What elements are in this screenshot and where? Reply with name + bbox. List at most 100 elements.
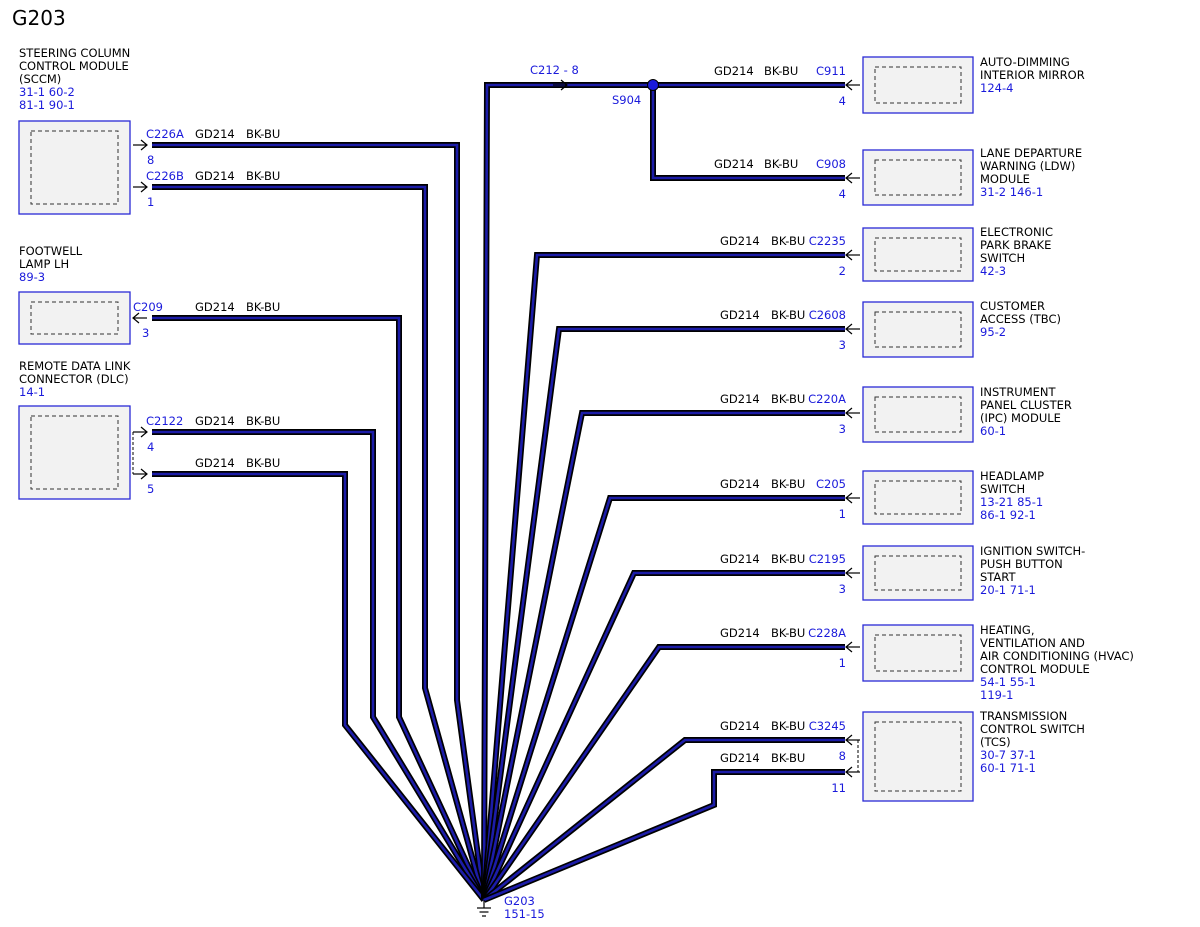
ignition-switch-ref: 20-1 71-1 — [980, 583, 1036, 597]
customer-access-box[interactable] — [862, 301, 974, 358]
hvac-module-wire-0 — [482, 645, 845, 901]
park-brake-switch-name: SWITCH — [980, 251, 1025, 265]
wire-color-label: BK-BU — [771, 751, 805, 765]
circuit-label: GD214 — [195, 456, 235, 470]
circuit-label: GD214 — [714, 157, 754, 171]
headlamp-switch-name: SWITCH — [980, 482, 1025, 496]
tcs-switch-ref: 60-1 71-1 — [980, 761, 1036, 775]
pin-label: 8 — [147, 153, 154, 167]
customer-access-ref: 95-2 — [980, 325, 1006, 339]
tcs-switch-ref: 30-7 37-1 — [980, 748, 1036, 762]
dlc-module-box-outline — [18, 405, 131, 500]
circuit-label: GD214 — [195, 300, 235, 314]
headlamp-switch-wire-0 — [482, 496, 845, 901]
pin-label: 5 — [147, 482, 154, 496]
connector-label: C220A — [808, 392, 846, 406]
connector-label: C2608 — [809, 308, 846, 322]
hvac-module-box-outline — [862, 624, 974, 682]
circuit-label: GD214 — [195, 169, 235, 183]
footwell-lamp-module-box-outline — [18, 291, 131, 345]
ignition-switch-name: START — [980, 570, 1016, 584]
wire-color-label: BK-BU — [771, 626, 805, 640]
ipc-module-box[interactable] — [862, 386, 974, 443]
tcs-switch-wire-1-outline — [482, 769, 845, 903]
wire-color-label: BK-BU — [246, 456, 280, 470]
ldw-module-box-inner — [874, 159, 962, 196]
footwell-lamp-module-wire-0 — [152, 316, 486, 901]
headlamp-switch-box[interactable] — [862, 470, 974, 525]
ipc-module-wire-0 — [482, 411, 845, 901]
ipc-module-ref: 60-1 — [980, 424, 1006, 438]
hvac-module-box[interactable] — [862, 624, 974, 682]
ldw-module-ref: 31-2 146-1 — [980, 185, 1043, 199]
circuit-label: GD214 — [720, 234, 760, 248]
tcs-switch-box-outline — [862, 711, 974, 802]
park-brake-switch-wire-0-outline — [481, 252, 845, 901]
connector-label: C209 — [133, 300, 163, 314]
sccm-module-ref: 31-1 60-2 — [19, 85, 75, 99]
customer-access-name: CUSTOMER — [980, 299, 1045, 313]
auto-dimming-mirror-box[interactable] — [862, 56, 974, 114]
headlamp-switch-ref: 86-1 92-1 — [980, 508, 1036, 522]
connector-arrow-icon — [845, 249, 860, 261]
dlc-module-name: REMOTE DATA LINK — [19, 359, 131, 373]
pin-label: 1 — [147, 195, 154, 209]
customer-access-box-outline — [862, 301, 974, 358]
ldw-module-box[interactable] — [862, 149, 974, 206]
wire-color-label: BK-BU — [764, 157, 798, 171]
sccm-module-ref: 81-1 90-1 — [19, 98, 75, 112]
hvac-module-name: AIR CONDITIONING (HVAC) — [980, 649, 1134, 663]
auto-dimming-mirror-name: AUTO-DIMMING — [980, 55, 1070, 69]
connector-arrow-icon — [845, 641, 860, 653]
splice-feed-connector-label: C212 - 8 — [530, 63, 579, 77]
ldw-module-name: LANE DEPARTURE — [980, 146, 1082, 160]
park-brake-switch-ref: 42-3 — [980, 264, 1006, 278]
circuit-label: GD214 — [720, 719, 760, 733]
connector-arrow-icon — [132, 312, 147, 324]
ground-icon — [477, 900, 491, 917]
splice-feed-wire — [482, 83, 653, 901]
dlc-module-wire-0 — [152, 430, 486, 901]
connector-label: C908 — [816, 157, 846, 171]
headlamp-switch-box-outline — [862, 470, 974, 525]
circuit-label: GD214 — [720, 392, 760, 406]
sccm-module-box[interactable] — [18, 120, 131, 215]
pin-label: 3 — [839, 422, 846, 436]
ldw-module-name: WARNING (LDW) — [980, 159, 1075, 173]
ignition-switch-name: PUSH BUTTON — [980, 557, 1063, 571]
tcs-switch-box[interactable] — [862, 711, 974, 802]
wire-color-label: BK-BU — [771, 234, 805, 248]
tcs-switch-name: (TCS) — [980, 735, 1011, 749]
dlc-module-box-inner — [30, 415, 119, 490]
wire-color-label: BK-BU — [246, 414, 280, 428]
hvac-module-ref: 54-1 55-1 — [980, 675, 1036, 689]
wire-color-label: BK-BU — [771, 308, 805, 322]
connector-label: C226B — [146, 169, 184, 183]
dlc-module-name: CONNECTOR (DLC) — [19, 372, 129, 386]
footwell-lamp-module-name: FOOTWELL — [19, 244, 83, 258]
tcs-switch-wire-1 — [483, 770, 845, 902]
footwell-lamp-module-box[interactable] — [18, 291, 131, 345]
headlamp-switch-box-inner — [874, 480, 962, 515]
dlc-module-box[interactable] — [18, 405, 131, 500]
connector-label: C3245 — [809, 719, 846, 733]
ignition-switch-name: IGNITION SWITCH- — [980, 544, 1085, 558]
pin-label: 11 — [831, 781, 846, 795]
ldw-wire — [651, 85, 845, 180]
connector-arrow-icon — [845, 407, 860, 419]
ignition-switch-box-inner — [874, 555, 962, 591]
page-title: G203 — [12, 6, 66, 30]
customer-access-box-inner — [874, 311, 962, 348]
sccm-module-name: STEERING COLUMN — [19, 46, 130, 60]
footwell-lamp-module-name: LAMP LH — [19, 257, 69, 271]
customer-access-wire-0 — [482, 327, 845, 901]
wire-layer — [152, 82, 845, 903]
circuit-label: GD214 — [195, 127, 235, 141]
park-brake-switch-box-inner — [874, 237, 962, 272]
ignition-switch-box[interactable] — [862, 545, 974, 601]
hvac-module-name: CONTROL MODULE — [980, 662, 1090, 676]
park-brake-switch-box[interactable] — [862, 227, 974, 282]
tcs-switch-wire-0 — [483, 738, 845, 902]
wire-color-label: BK-BU — [771, 719, 805, 733]
